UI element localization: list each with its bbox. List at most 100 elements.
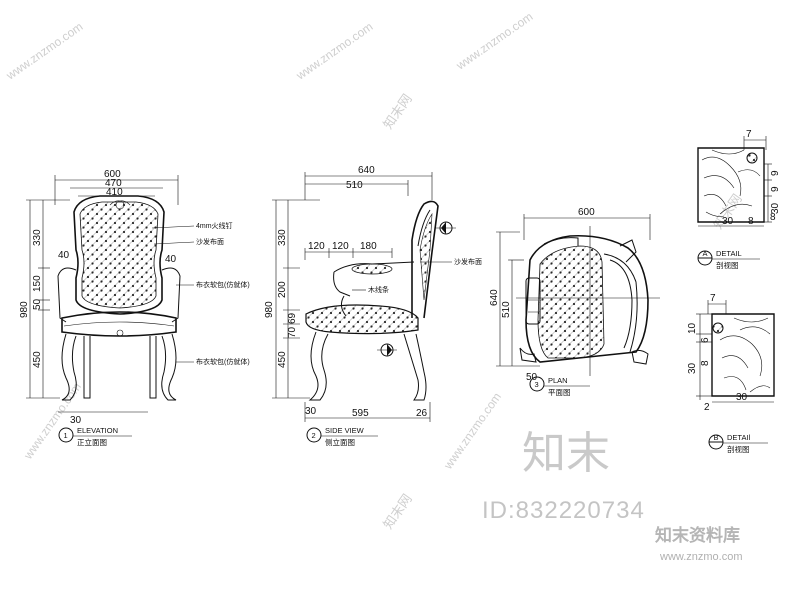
- plan-view-number: 3: [535, 380, 539, 389]
- dim-side-595: 595: [352, 408, 369, 419]
- dim-plan-50: 50: [526, 372, 538, 383]
- elevation-view-subtitle: 正立面图: [77, 437, 107, 447]
- note-elevation-3: 布衣软包(仿就体): [196, 280, 250, 289]
- plan-seat-cushion: [537, 245, 605, 359]
- dim-width-470: 470: [105, 178, 122, 189]
- side-back-cushion: [419, 212, 433, 301]
- side-front-leg: [308, 331, 329, 401]
- detail-b-bead: [712, 322, 724, 334]
- dim-detail-b-8: 8: [700, 360, 711, 366]
- plan-view: 600 640 510 50 3 PLAN 平面图: [489, 207, 660, 397]
- watermark-diag-text: www.znzmo.com: [3, 19, 86, 83]
- note-side-1: 沙发布面: [454, 257, 482, 266]
- detail-b-title: DETAIl: [727, 433, 751, 442]
- elevation-view: 600 470 410 980 330 150 50 450 40 40 30: [19, 169, 250, 447]
- dim-width-410: 410: [106, 187, 123, 198]
- elevation-back-panel: [79, 201, 159, 309]
- side-view-title: SIDE VIEW: [325, 426, 365, 435]
- dim-side-200: 200: [277, 281, 288, 298]
- watermark-diag-logo: 知末网: [380, 491, 415, 532]
- plan-view-subtitle: 平面图: [548, 388, 571, 397]
- dim-side-640: 640: [358, 165, 375, 176]
- note-elevation-1: 4mm火线钉: [196, 221, 233, 230]
- dim-detail-a-9b: 9: [770, 186, 781, 192]
- dim-detail-a-30w: 30: [722, 216, 734, 227]
- note-elevation-2: 沙发布面: [196, 237, 224, 246]
- dim-leg-30: 30: [70, 415, 82, 426]
- dim-detail-b-10: 10: [687, 322, 698, 334]
- elevation-back-frame: [73, 195, 165, 315]
- detail-a-marker: [697, 250, 713, 266]
- dim-height-330: 330: [32, 229, 43, 246]
- watermark-diag-text: www.znzmo.com: [293, 19, 376, 83]
- detail-b-subtitle: 剖视图: [727, 444, 750, 454]
- detail-a-number: A: [703, 249, 708, 258]
- dim-height-450: 450: [32, 351, 43, 368]
- detail-a-subtitle: 剖视图: [716, 260, 739, 270]
- dim-side-180: 180: [360, 241, 377, 252]
- dim-height-150: 150: [32, 275, 43, 292]
- dim-side-30: 30: [305, 406, 317, 417]
- dim-detail-a-8: 8: [770, 212, 776, 223]
- elevation-left-arm: [57, 267, 77, 323]
- dim-detail-a-30: 30: [770, 202, 781, 214]
- plan-view-title: PLAN: [548, 376, 568, 385]
- plan-seat-outline: [525, 234, 649, 363]
- elevation-right-leg: [161, 333, 177, 401]
- dim-height-980: 980: [19, 301, 30, 318]
- elevation-view-number: 1: [64, 431, 68, 440]
- side-view: 640 510 120 120 180 980 330 200 69 70 45…: [264, 165, 482, 447]
- side-back-frame: [411, 200, 439, 319]
- dim-detail-a-9a: 9: [770, 170, 781, 176]
- detail-a-title: DETAIL: [716, 249, 742, 258]
- note-elevation-4: 布衣软包(仿就体): [196, 357, 250, 366]
- dim-width-600: 600: [104, 169, 121, 180]
- watermark-big-text: 知末: [522, 429, 610, 478]
- elevation-view-title: ELEVATION: [77, 426, 118, 435]
- dim-detail-b-6: 6: [700, 337, 711, 343]
- side-arm-pad: [351, 263, 393, 275]
- dim-detail-b-7: 7: [710, 293, 716, 304]
- side-view-number: 2: [312, 431, 316, 440]
- dim-plan-600: 600: [578, 207, 595, 218]
- dim-arm-40-right: 40: [165, 254, 177, 265]
- watermark-url: www.znzmo.com: [659, 551, 743, 563]
- dim-height-50: 50: [32, 298, 43, 310]
- dim-side-69: 69: [287, 312, 298, 324]
- dim-side-120b: 120: [332, 241, 349, 252]
- detail-a: 7 9 9 30 8 30 8 A DETAIL 剖视图: [697, 129, 781, 270]
- elevation-right-arm: [161, 267, 181, 323]
- watermark-diag-logo: 知末网: [380, 91, 415, 132]
- plan-view-number-circle: [529, 376, 545, 392]
- detail-b-section: [711, 313, 775, 397]
- side-back-leg: [403, 333, 427, 401]
- watermark-logo: 知末资料库: [654, 525, 740, 545]
- dim-side-330: 330: [277, 229, 288, 246]
- dim-detail-a-7: 7: [746, 129, 752, 140]
- dim-side-450: 450: [277, 351, 288, 368]
- elevation-seat: [61, 311, 177, 337]
- side-seat: [305, 304, 419, 335]
- dim-side-26: 26: [416, 408, 428, 419]
- dim-arm-40-left: 40: [58, 250, 70, 261]
- dim-detail-a-8w: 8: [748, 216, 754, 227]
- side-view-subtitle: 侧立面图: [325, 437, 355, 447]
- dim-plan-640: 640: [489, 289, 500, 306]
- detail-b: 7 10 6 30 8 2 30 B DETAIl 剖视图: [687, 293, 775, 454]
- dim-plan-510: 510: [501, 301, 512, 318]
- dim-side-980: 980: [264, 301, 275, 318]
- elevation-left-leg: [61, 333, 77, 401]
- dim-detail-b-30: 30: [687, 362, 698, 374]
- detail-a-bead: [746, 152, 758, 164]
- detail-b-marker: [708, 434, 724, 450]
- watermark-diag-text: www.znzmo.com: [453, 9, 536, 73]
- side-view-number-circle: [306, 427, 322, 443]
- watermark-id: ID:832220734: [482, 497, 645, 524]
- dim-side-510: 510: [346, 180, 363, 191]
- detail-b-number: B: [714, 433, 719, 442]
- dim-detail-b-2: 2: [704, 402, 710, 413]
- elevation-view-number-circle: [58, 427, 74, 443]
- plan-back-rail: [603, 253, 638, 353]
- dim-detail-b-30w: 30: [736, 392, 748, 403]
